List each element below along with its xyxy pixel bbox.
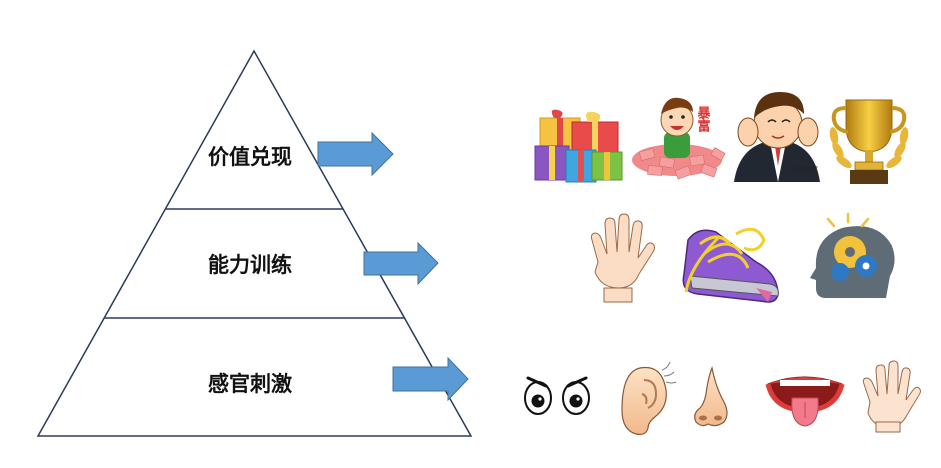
brain-gears-icon — [810, 212, 895, 298]
pyramid-outline — [36, 49, 473, 437]
arrow-right-icon — [392, 356, 469, 402]
red-envelopes-boy-icon: 暴富 — [632, 97, 726, 180]
sneaker-icon — [682, 227, 779, 303]
tier-label-value: 价值兑现 — [208, 145, 292, 169]
hand-icon — [862, 360, 921, 433]
thanks-praise-man-icon: 谢谢夸奖 — [734, 92, 820, 182]
tier-label-senses: 感官刺激 — [208, 372, 292, 396]
pyramid — [36, 49, 473, 437]
mouth-tongue-icon — [765, 376, 845, 427]
decoration-text: 暴富 — [695, 106, 712, 133]
gift-boxes-icon — [534, 109, 623, 183]
icon-caption: 谢谢夸奖 — [790, 165, 818, 174]
arrow-right-icon — [317, 131, 394, 177]
trophy-icon — [829, 99, 909, 184]
hand-icon — [590, 213, 655, 303]
arrow-right-icon — [363, 241, 439, 286]
ear-icon — [621, 361, 677, 435]
tier-label-ability: 能力训练 — [208, 253, 292, 277]
eyes-icon — [524, 376, 590, 415]
nose-icon — [694, 365, 728, 427]
